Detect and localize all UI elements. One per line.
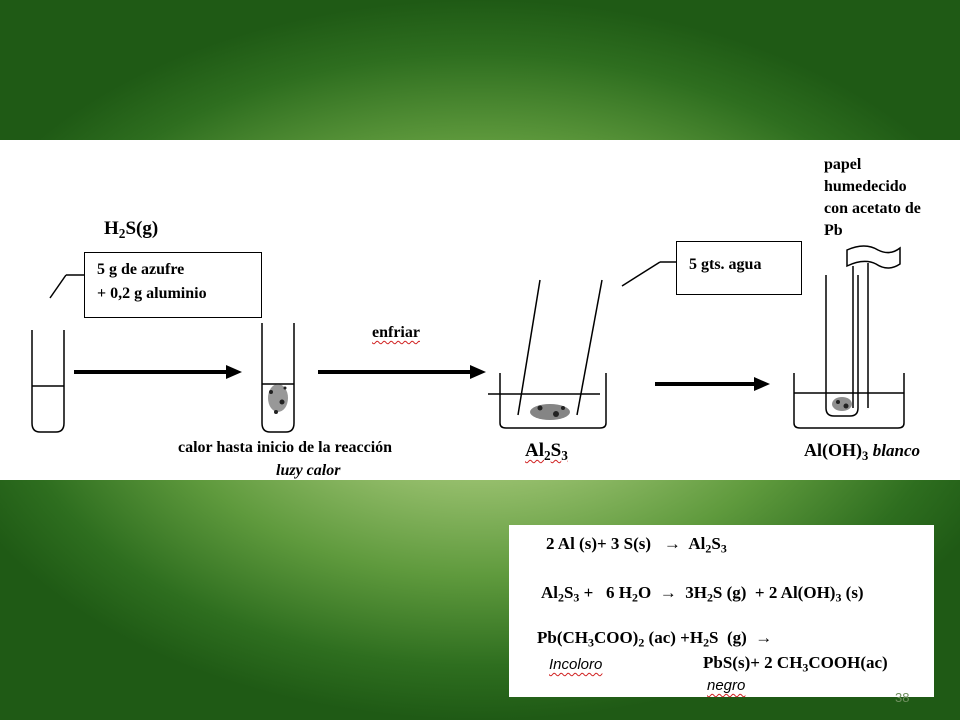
- water-box-text: 5 gts. agua: [689, 256, 762, 273]
- paper-label-line-3: con acetato de: [824, 200, 921, 217]
- reagent-box: 5 g de azufre + 0,2 g aluminio: [84, 252, 262, 318]
- test-tube-empty: [31, 330, 65, 433]
- crucible-dish-final: [793, 373, 905, 429]
- pointer-line-water: [621, 261, 661, 287]
- diagram-panel: H2S(g) 5 g de azufre + 0,2 g aluminio en…: [0, 140, 960, 480]
- equation-2: Al2S3 + 6 H2O → 3H2S (g) + 2 Al(OH)3 (s): [541, 583, 864, 605]
- equations-panel: 2 Al (s)+ 3 S(s) → Al2S3 Al2S3 + 6 H2O →…: [509, 525, 934, 697]
- paper-label-line-1: papel: [824, 156, 862, 173]
- equation-4: PbS(s)+ 2 CH3COOH(ac): [703, 653, 888, 675]
- crucible-dish: [499, 373, 607, 429]
- hydroxide-color: blanco: [872, 441, 921, 460]
- equation-4-note: negro: [707, 677, 746, 694]
- light-caption: luzy calor: [276, 462, 341, 479]
- reagent-line-2: + 0,2 g aluminio: [97, 285, 207, 302]
- paper-label: papel humedecido con acetato de Pb: [824, 154, 921, 242]
- solid-particles: [268, 384, 852, 420]
- paper-label-line-4: Pb: [824, 222, 843, 239]
- experiment-diagram: [31, 245, 905, 433]
- glass-rod-right: [576, 279, 603, 416]
- equation-3-note: Incoloro: [549, 656, 603, 673]
- paper-strip: [846, 245, 901, 269]
- heat-caption: calor hasta inicio de la reacción: [178, 439, 393, 456]
- paper-label-line-2: humedecido: [824, 178, 907, 195]
- reagent-line-1: 5 g de azufre: [97, 261, 185, 278]
- slide-number: 38: [895, 690, 910, 705]
- cool-label: enfriar: [372, 324, 420, 341]
- water-box: 5 gts. agua: [676, 241, 802, 295]
- glass-rod-left: [517, 279, 541, 416]
- product-label: Al2S3: [525, 440, 568, 463]
- test-tube-mixture: [261, 323, 295, 433]
- equation-3: Pb(CH3COO)2 (ac) +H2S (g) →: [537, 628, 773, 650]
- pointer-line: [49, 274, 67, 299]
- hydroxide-label: Al(OH)3 blanco: [804, 440, 921, 463]
- test-tube-inverted: [825, 275, 859, 417]
- equation-1: 2 Al (s)+ 3 S(s) → Al2S3: [546, 534, 727, 556]
- gas-label: H2S(g): [104, 218, 159, 241]
